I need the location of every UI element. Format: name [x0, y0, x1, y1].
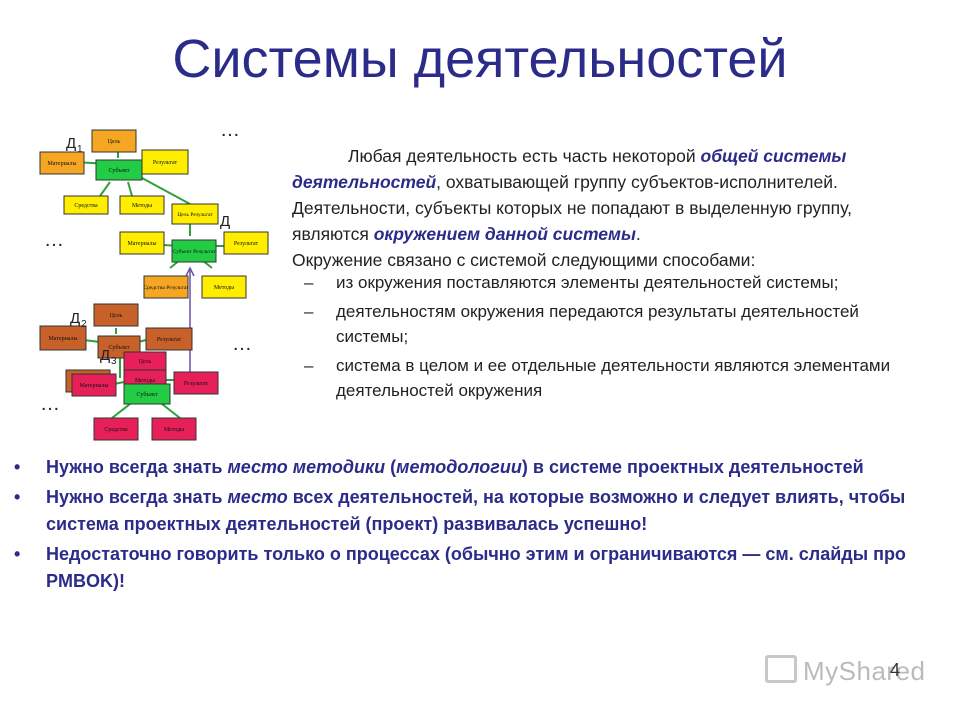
d3-subject-label: Субъект — [137, 391, 158, 398]
d1-goal — [91, 129, 137, 153]
page-number: 4 — [890, 660, 901, 680]
bullet-item: • Нужно всегда знать место методики (мето… — [14, 454, 944, 481]
bullet-emphasis: место — [227, 487, 288, 507]
key-points-list: • Нужно всегда знать место методики (мето… — [14, 454, 944, 598]
dots-right: … — [232, 333, 252, 355]
bullet-text: Недостаточно говорить только о процессах… — [46, 544, 906, 591]
d2-subject-label: Субъект — [109, 344, 130, 351]
page-title: Системы деятельностей — [172, 29, 788, 89]
bullet-item: • Недостаточно говорить только о процесса… — [14, 541, 944, 595]
d3-methods-bottom — [151, 417, 197, 441]
label-d2: Д — [70, 310, 80, 327]
d-goal-result — [171, 203, 219, 225]
bullet-text: ) в системе проектных деятельностей — [521, 457, 864, 477]
intro-highlight-environment: окружением данной системы — [373, 224, 636, 244]
d-result — [223, 231, 269, 255]
bullet-marker: • — [14, 487, 21, 507]
d3-methods-bottom-label: Методы — [164, 427, 184, 433]
d-methods-label: Методы — [214, 285, 234, 291]
bullet-text: ( — [385, 457, 397, 477]
list-item-text: деятельностям окружения передаются резул… — [336, 302, 859, 346]
d2-goal-label: Цель — [110, 313, 123, 319]
bullet-text: Нужно всегда знать — [46, 487, 228, 507]
d3-goal-label: Цель — [139, 359, 152, 365]
intro-paragraph: Любая деятельность есть часть некоторой … — [292, 143, 932, 247]
d-materials — [119, 231, 165, 255]
list-item-text: система в целом и ее отдельные деятельно… — [336, 356, 891, 400]
environment-links-list: – из окружения поставляются элементы деят… — [292, 270, 932, 407]
dash-marker: – — [304, 302, 314, 321]
d-means-result — [143, 275, 189, 299]
label-d2-sub: 2 — [81, 319, 87, 330]
d1-subject-label: Субъект — [109, 167, 130, 174]
label-d3: Д — [100, 347, 110, 364]
d2-goal — [93, 303, 139, 327]
d-means-result-label: Средства Результат — [143, 285, 189, 291]
bullet-emphasis: место методики — [227, 457, 386, 477]
intro-text: Любая деятельность есть часть некоторой … — [292, 143, 932, 273]
d1-methods-label: Методы — [132, 203, 152, 209]
bullet-marker: • — [14, 457, 21, 477]
bullet-item: • Нужно всегда знать место всех деятельно… — [14, 484, 944, 538]
d3-materials-label: Материалы — [79, 383, 108, 389]
d3-result — [173, 371, 219, 395]
d3-result-label: Результат — [184, 381, 209, 387]
d-materials-label: Материалы — [127, 241, 156, 247]
d3-subject — [123, 383, 171, 405]
bullet-emphasis: методологии — [396, 457, 522, 477]
d1-result-label: Результат — [153, 160, 178, 166]
watermark-text: MyShared — [803, 656, 926, 686]
d-result-label: Результат — [234, 241, 259, 247]
dash-marker: – — [304, 273, 314, 292]
d1-goal-label: Цель — [108, 139, 121, 145]
d3-materials — [71, 373, 117, 397]
intro-end: . — [635, 224, 641, 244]
list-item: – из окружения поставляются элементы деят… — [292, 270, 932, 295]
d1-means — [63, 195, 109, 215]
d2-result-label: Результат — [157, 337, 182, 343]
d-subject-result-label: Субъект Результат — [173, 248, 216, 255]
intro-line2: Окружение связано с системой следующими … — [292, 250, 756, 270]
d1-materials-label: Материалы — [47, 161, 76, 167]
d1-methods — [119, 195, 165, 215]
d3-methods-label: Методы — [135, 378, 155, 384]
dots-left: … — [44, 229, 64, 251]
intro-mid: , охватывающей группу субъектов-исполнит… — [292, 172, 852, 244]
d2-materials — [39, 325, 87, 351]
d-subject-result — [171, 239, 217, 263]
label-d3-sub: 3 — [111, 356, 117, 367]
intro-lead: Любая деятельность есть часть некоторой — [348, 146, 701, 166]
watermark-logo: MyShared — [765, 655, 926, 687]
dots-bottom: … — [40, 393, 60, 415]
d-goal-result-label: Цель Результат — [177, 212, 213, 218]
intro-highlight-general-system: общей системы деятельностей — [292, 146, 847, 192]
dots-top: … — [220, 119, 240, 141]
bullet-text: всех деятельностей, на которые возможно … — [46, 487, 906, 534]
dash-marker: – — [304, 356, 314, 375]
activity-systems-diagram: Цель Материалы Результат Субъект Средств… — [39, 119, 269, 441]
label-d1: Д — [66, 135, 76, 152]
label-d: Д — [220, 213, 230, 230]
d2-result — [145, 327, 193, 351]
d-methods — [201, 275, 247, 299]
d1-materials — [39, 151, 85, 175]
d1-subject — [95, 159, 143, 181]
bullet-text: Нужно всегда знать — [46, 457, 228, 477]
list-item: – система в целом и ее отдельные деятельн… — [292, 353, 932, 403]
bullet-marker: • — [14, 544, 21, 564]
d3-means-label: Средства — [104, 427, 128, 433]
d1-means-label: Средства — [74, 203, 98, 209]
watermark-icon — [765, 655, 797, 683]
list-item-text: из окружения поставляются элементы деяте… — [336, 273, 839, 292]
list-item: – деятельностям окружения передаются резу… — [292, 299, 932, 349]
label-d1-sub: 1 — [77, 144, 83, 155]
d2-materials-label: Материалы — [48, 336, 77, 342]
d3-means — [93, 417, 139, 441]
